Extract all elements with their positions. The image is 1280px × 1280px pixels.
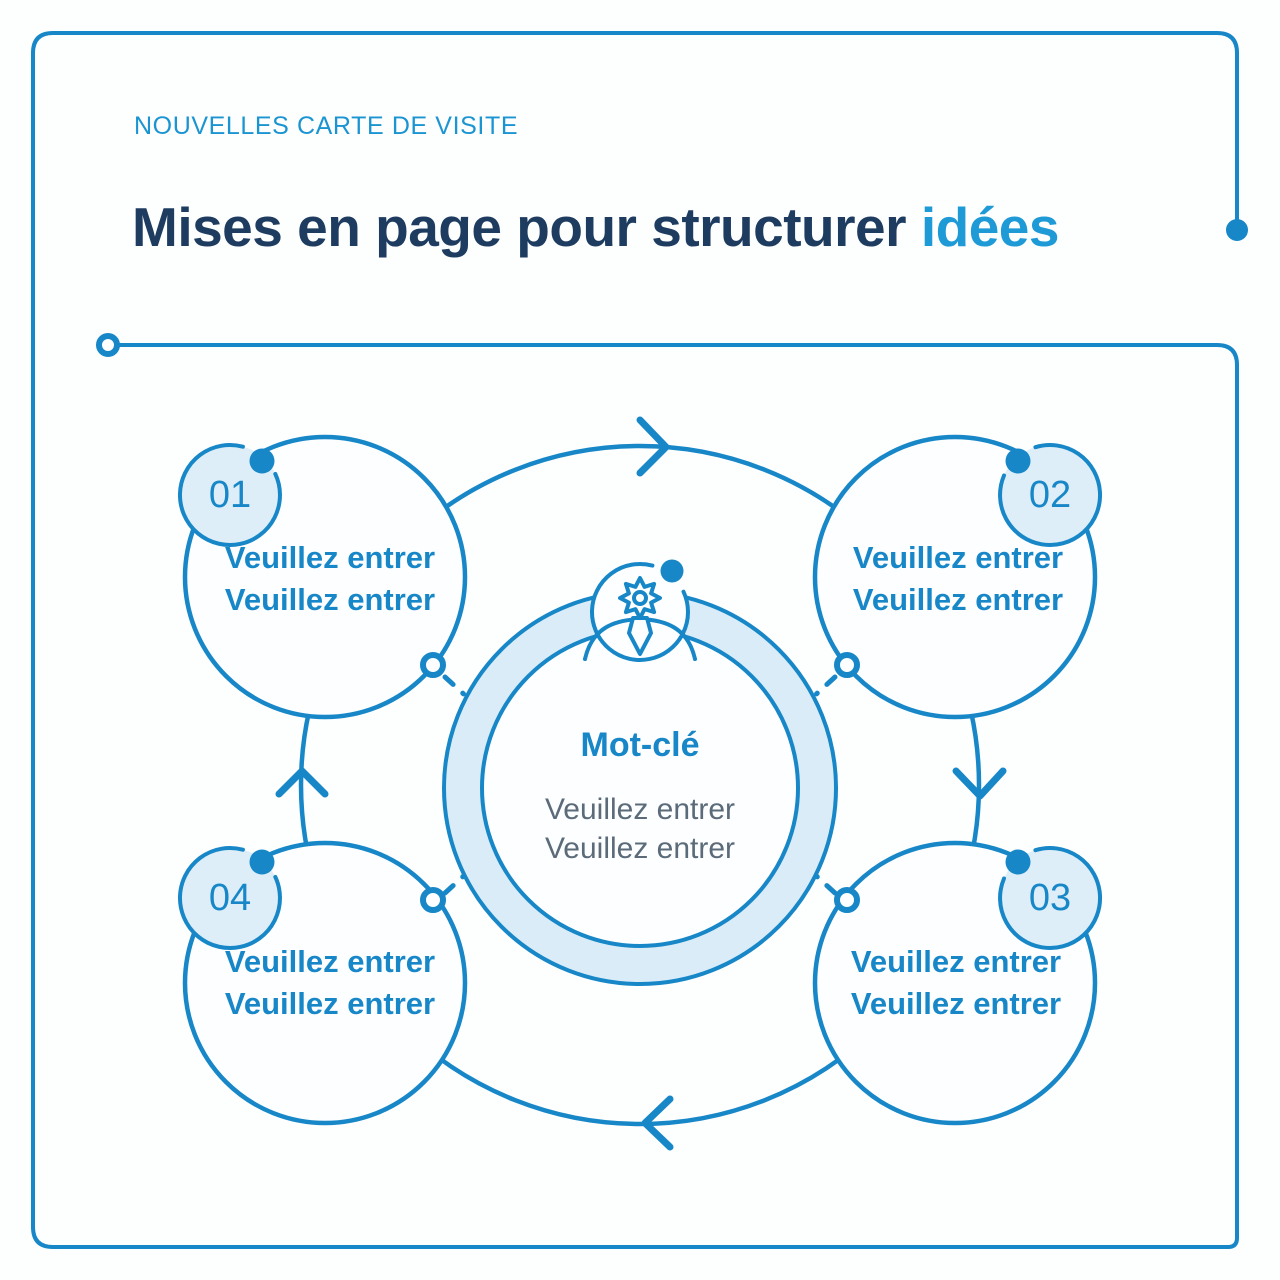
placeholder-line[interactable]: Veuillez entrer [224, 540, 436, 575]
placeholder-line[interactable]: Veuillez entrer [224, 986, 436, 1021]
badge-dots [249, 448, 1031, 875]
cycle-arrows [275, 416, 1007, 1151]
placeholder-line[interactable]: Veuillez entrer [852, 582, 1064, 617]
step-text-02[interactable]: Veuillez entrer Veuillez entrer [808, 537, 1108, 621]
placeholder-line[interactable]: Veuillez entrer [544, 793, 736, 826]
frame-end-ring [96, 333, 120, 357]
decorative-frame [31, 31, 1248, 1249]
placeholder-line[interactable]: Veuillez entrer [850, 944, 1062, 979]
connector-nodes [420, 652, 860, 913]
step-badges [178, 443, 1103, 950]
step-number-03: 03 [1028, 877, 1072, 919]
step-number-02: 02 [1028, 474, 1072, 516]
title-dark-text: Mises en page pour structurer [132, 196, 907, 258]
center-ring [442, 590, 838, 986]
person-gear-icon [583, 576, 697, 661]
arrow-up-icon [275, 767, 329, 798]
arrow-right-icon [636, 416, 670, 477]
title-accent-text: idées [920, 196, 1060, 258]
frame-end-dot [1226, 219, 1248, 241]
placeholder-line[interactable]: Veuillez entrer [224, 582, 436, 617]
eyebrow-label: NOUVELLES CARTE DE VISITE [134, 112, 519, 140]
icon-medallion [583, 559, 697, 662]
cycle-orbit [298, 443, 982, 1127]
step-number-04: 04 [208, 877, 252, 919]
keyword-text[interactable]: Veuillez entrer Veuillez entrer [490, 790, 790, 868]
step-number-01: 01 [208, 474, 252, 516]
step-text-01[interactable]: Veuillez entrer Veuillez entrer [180, 537, 480, 621]
step-text-03[interactable]: Veuillez entrer Veuillez entrer [806, 941, 1106, 1025]
page-title: Mises en page pour structurer idées [132, 196, 1059, 258]
placeholder-line[interactable]: Veuillez entrer [544, 832, 736, 865]
arrow-left-icon [641, 1095, 674, 1151]
arrow-down-icon [952, 767, 1007, 800]
medallion-dot [660, 559, 684, 583]
placeholder-line[interactable]: Veuillez entrer [852, 540, 1064, 575]
placeholder-line[interactable]: Veuillez entrer [224, 944, 436, 979]
step-text-04[interactable]: Veuillez entrer Veuillez entrer [180, 941, 480, 1025]
keyword-title[interactable]: Mot-clé [580, 726, 700, 764]
placeholder-line[interactable]: Veuillez entrer [850, 986, 1062, 1021]
